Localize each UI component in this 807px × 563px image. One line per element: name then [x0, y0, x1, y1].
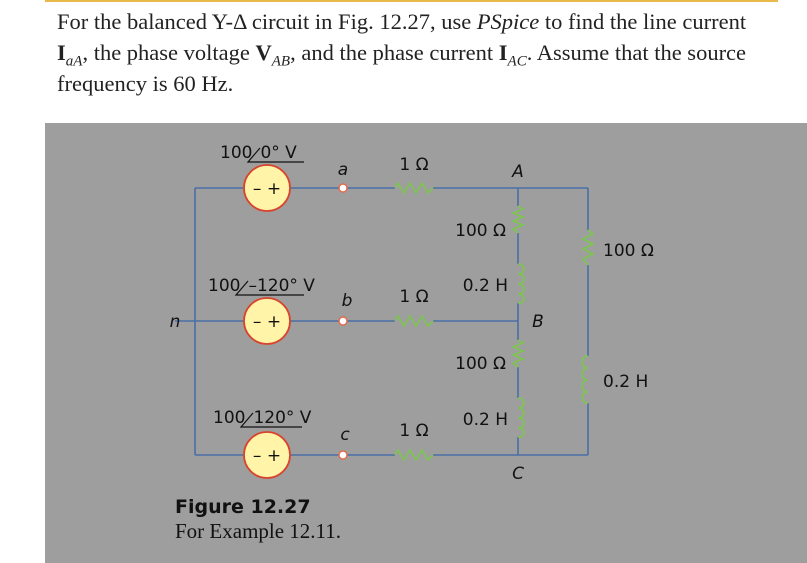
- voltage-sources: – + – + – +: [243, 164, 291, 479]
- top-accent-bar: [45, 0, 807, 2]
- node-A-label: A: [511, 162, 524, 182]
- node-c-label: c: [340, 425, 350, 445]
- inductor-ca: [581, 355, 589, 404]
- source-polarity-b: – +: [253, 312, 281, 332]
- page-corner: [778, 0, 807, 42]
- inductor-bc: [517, 397, 525, 438]
- figure-panel: [45, 123, 807, 563]
- node-C-label: C: [512, 464, 524, 484]
- angle-symbol-c: [239, 412, 302, 428]
- resistor-line-b: [394, 314, 434, 328]
- resistor-ab: [510, 205, 526, 234]
- source-polarity-a: – +: [253, 179, 281, 199]
- terminal-c: [338, 450, 348, 460]
- load-resistors: [510, 205, 595, 368]
- line-b-resistance: 1 Ω: [399, 287, 428, 307]
- inductor-ab-value: 0.2 H: [463, 276, 508, 296]
- resistor-bc: [510, 339, 526, 368]
- problem-statement: For the balanced Y-Δ circuit in Fig. 12.…: [57, 9, 747, 96]
- inductor-ab: [517, 263, 525, 304]
- angle-symbol-a: [246, 147, 304, 163]
- resistor-ca: [581, 229, 595, 266]
- resistor-line-a: [394, 181, 434, 195]
- line-resistors: [394, 181, 434, 462]
- voltage-source-c: – +: [243, 431, 291, 479]
- figure-title: Figure 12.27: [175, 496, 311, 518]
- resistor-ab-value: 100 Ω: [455, 221, 506, 241]
- voltage-source-a: – +: [243, 164, 291, 212]
- line-terminals: [338, 183, 348, 460]
- terminal-b: [338, 316, 348, 326]
- resistor-line-c: [394, 448, 434, 462]
- line-a-resistance: 1 Ω: [399, 155, 428, 175]
- node-a-label: a: [338, 160, 348, 180]
- inductor-ca-value: 0.2 H: [603, 372, 648, 392]
- angle-symbol-b: [234, 280, 304, 296]
- figure-caption: For Example 12.11.: [175, 519, 342, 543]
- line-c-resistance: 1 Ω: [399, 421, 428, 441]
- source-polarity-c: – +: [253, 446, 281, 466]
- node-B-label: B: [532, 312, 544, 332]
- load-inductors: [517, 263, 589, 438]
- node-b-label: b: [342, 291, 353, 311]
- voltage-source-b: – +: [243, 297, 291, 345]
- resistor-bc-value: 100 Ω: [455, 354, 506, 374]
- resistor-ca-value: 100 Ω: [603, 241, 654, 261]
- terminal-a: [338, 183, 348, 193]
- neutral-node-label: n: [170, 312, 181, 332]
- inductor-bc-value: 0.2 H: [463, 410, 508, 430]
- wires: [175, 187, 589, 456]
- source-b-label: 100–120° V: [208, 276, 315, 296]
